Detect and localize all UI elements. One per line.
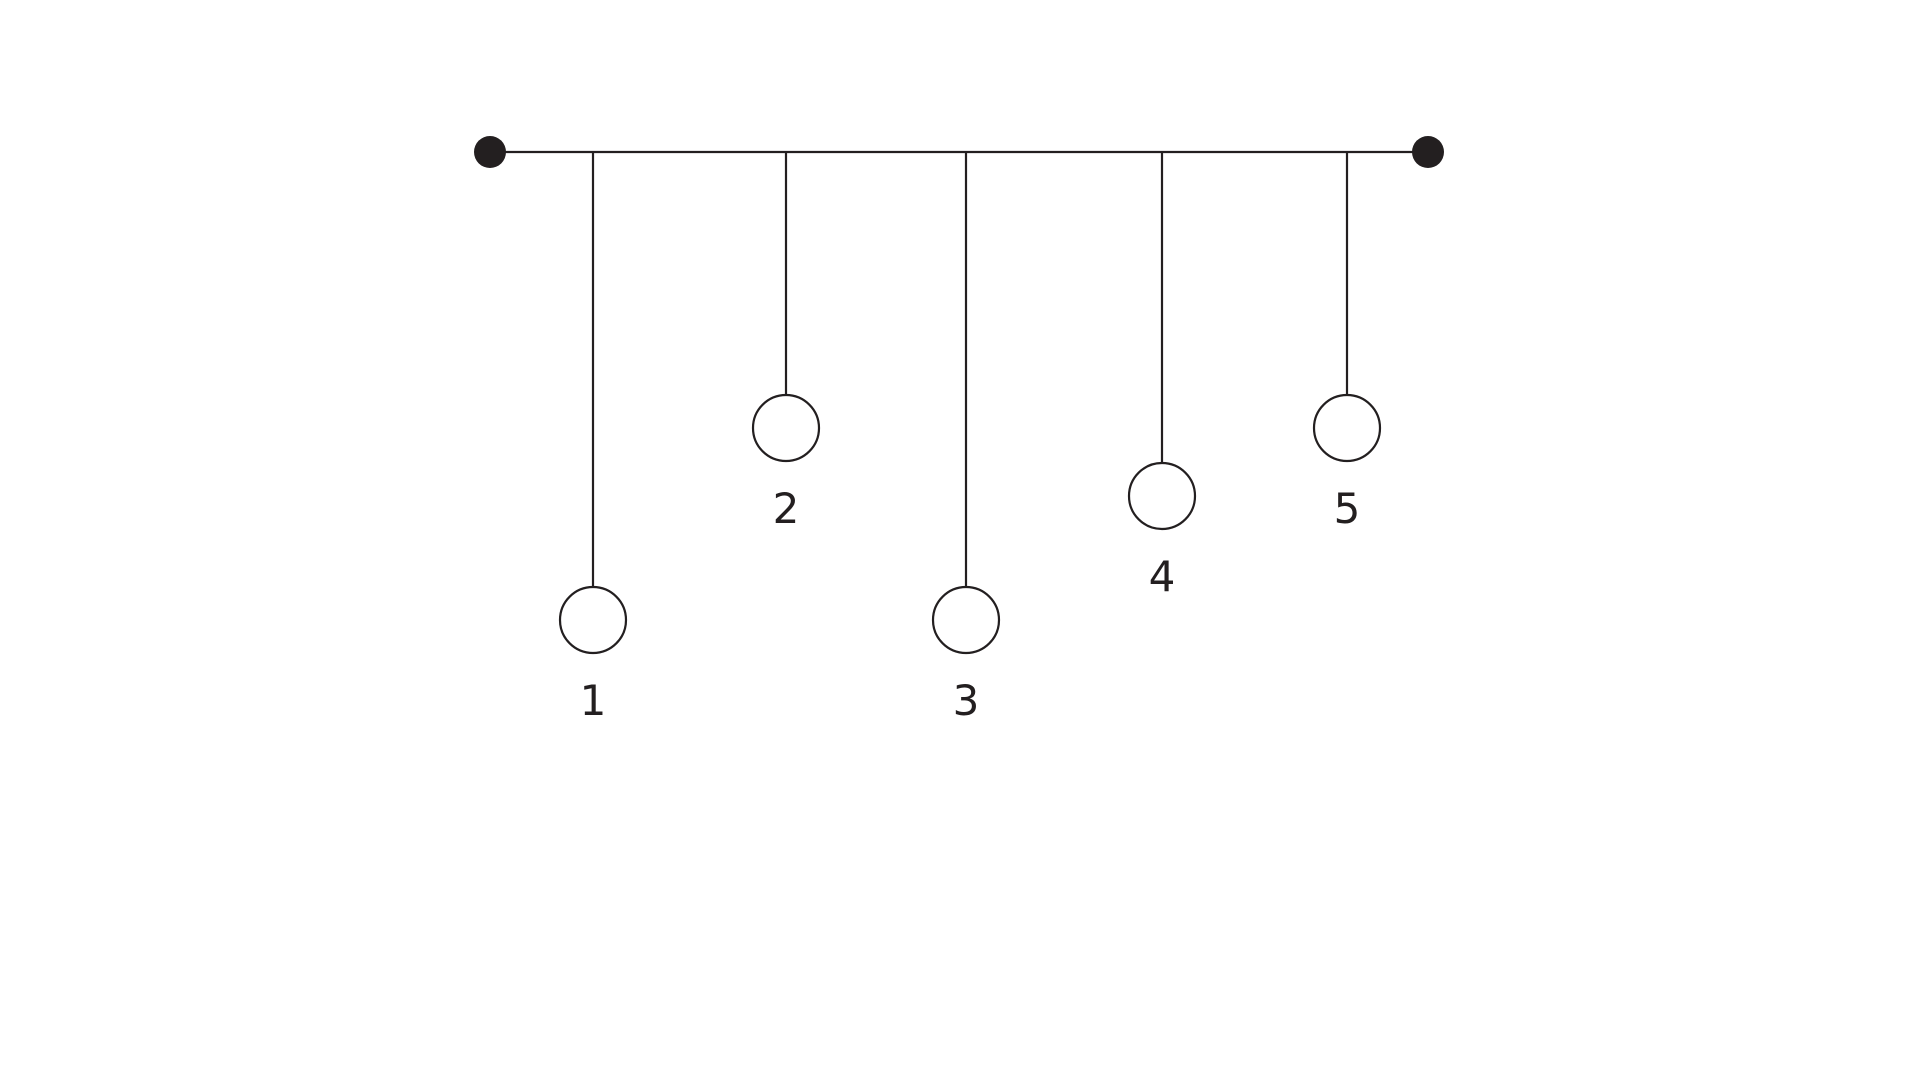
pendulum-bob <box>1312 393 1382 463</box>
pendulum-bob <box>751 393 821 463</box>
pendulum-5: 5 <box>1312 152 1382 533</box>
pendulum-label: 4 <box>1149 552 1176 601</box>
pendulum-4: 4 <box>1127 152 1197 601</box>
pendulum-label: 2 <box>773 484 800 533</box>
right-end-dot <box>1412 136 1444 168</box>
pendulum-bob <box>1127 461 1197 531</box>
pendulum-label: 1 <box>580 676 607 725</box>
left-end-dot <box>474 136 506 168</box>
pendulum-1: 1 <box>558 152 628 725</box>
pendulum-bob <box>558 585 628 655</box>
pendulum-bob <box>931 585 1001 655</box>
pendulum-label: 3 <box>953 676 980 725</box>
pendulum-label: 5 <box>1334 484 1361 533</box>
pendulum-3: 3 <box>931 152 1001 725</box>
pendulum-2: 2 <box>751 152 821 533</box>
